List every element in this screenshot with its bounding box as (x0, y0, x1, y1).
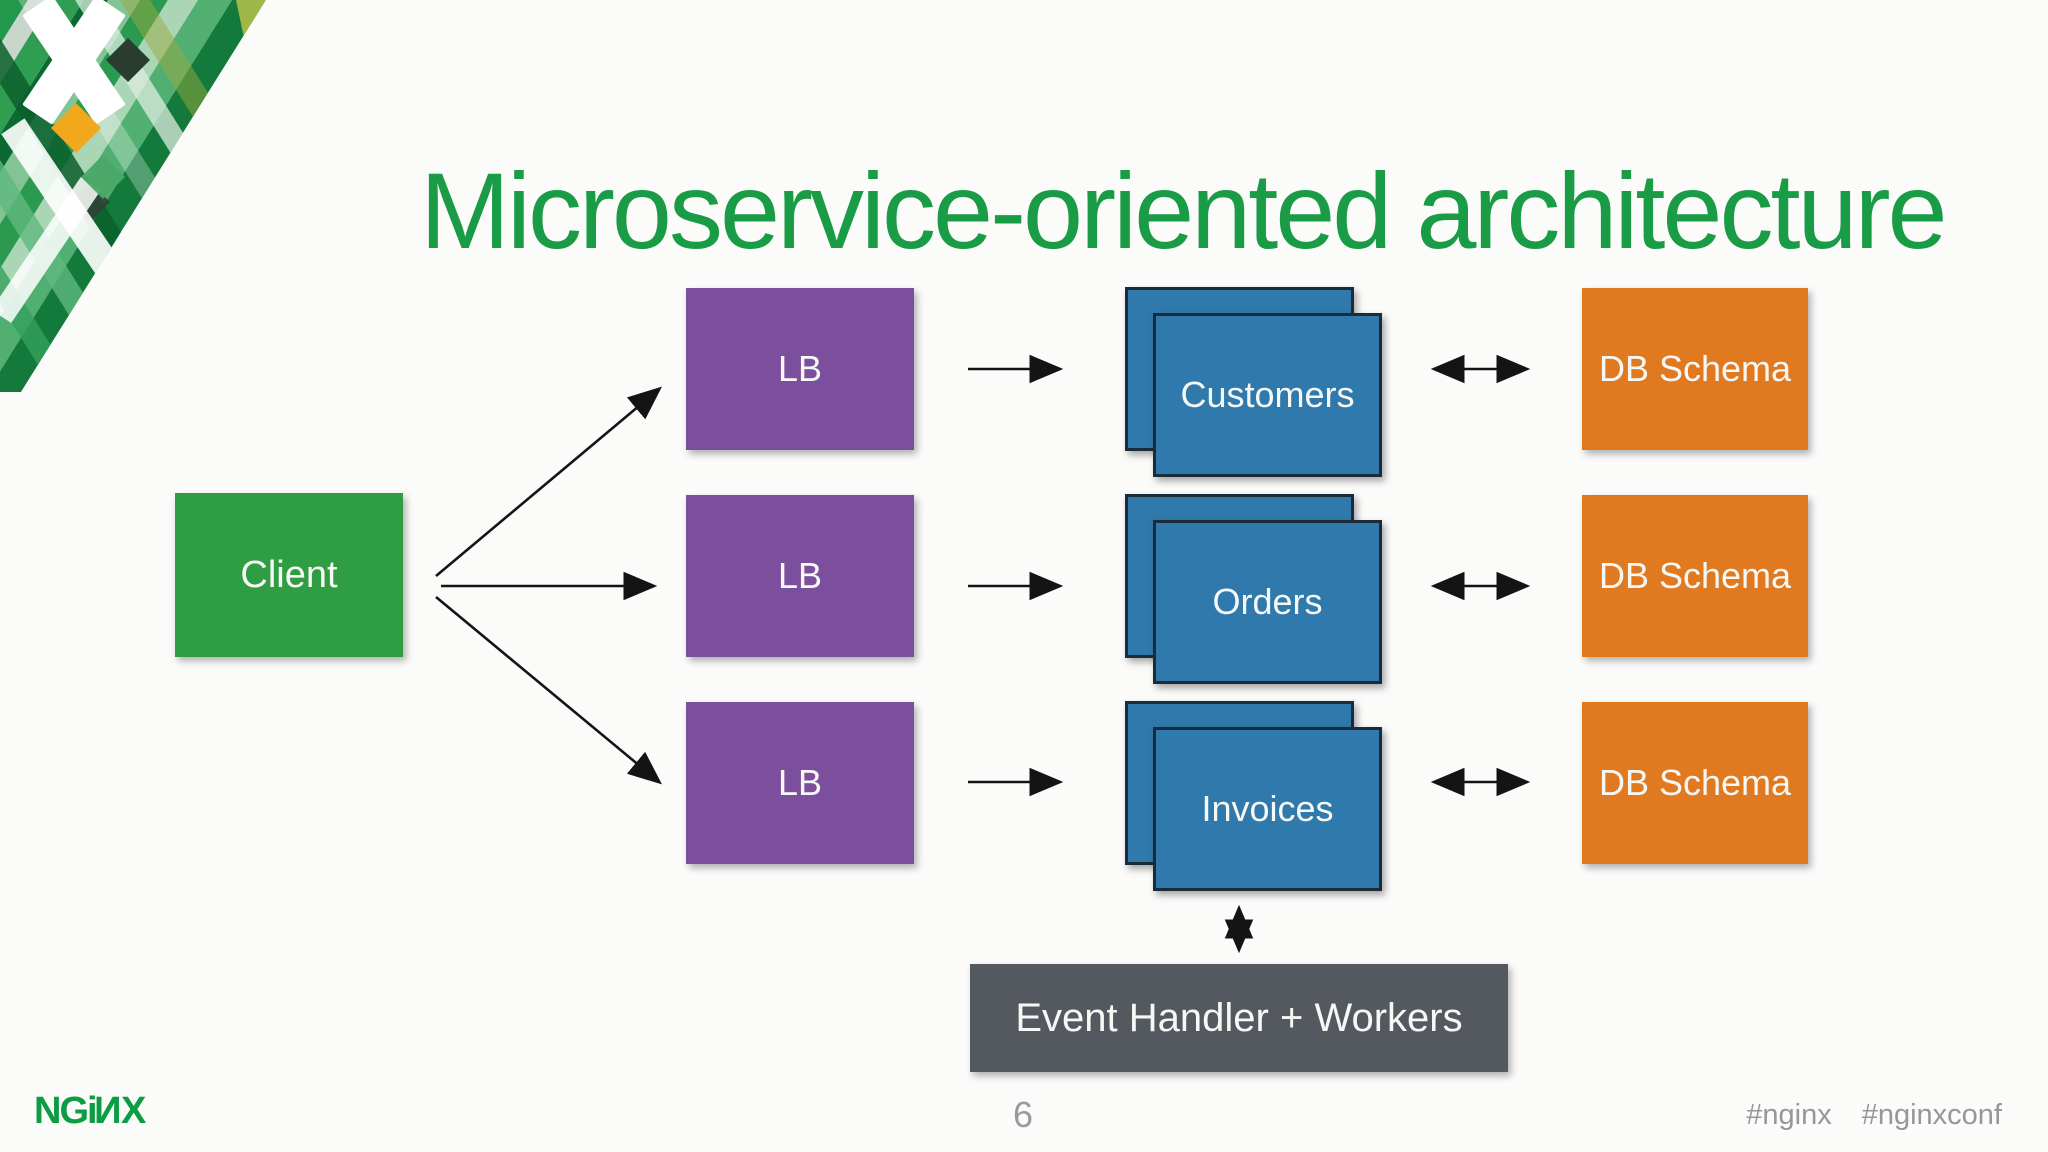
event-handler-label: Event Handler + Workers (1015, 995, 1463, 1040)
service-stack-orders: Orders (1125, 494, 1383, 685)
service-stack-invoices: Invoices (1125, 701, 1383, 892)
service-instance-front: Orders (1153, 520, 1382, 684)
service-label: Invoices (1201, 788, 1334, 829)
lb-label: LB (777, 555, 823, 596)
logo-letter: N (34, 1090, 61, 1132)
hashtag-nginxconf: #nginxconf (1861, 1099, 2002, 1131)
lb-label: LB (777, 762, 823, 803)
page-title: Microservice-oriented architecture (420, 150, 1948, 271)
event-handler-box: Event Handler + Workers (970, 964, 1508, 1072)
logo-letter: X (121, 1090, 146, 1132)
client-box: Client (175, 493, 403, 657)
hashtags: #nginx #nginxconf (1746, 1099, 2002, 1132)
lb-box-3: LB (686, 702, 914, 864)
arrow-client-lb3 (435, 595, 663, 785)
lb-box-2: LB (686, 495, 914, 657)
logo-letter: G (59, 1090, 89, 1132)
nginxconf-x-logo (0, 0, 266, 392)
arrow-client-lb1 (435, 386, 662, 577)
db-schema-label: DB Schema (1598, 348, 1792, 389)
logo-letter: N (95, 1090, 122, 1132)
service-instance-front: Invoices (1153, 727, 1382, 891)
db-schema-box-1: DB Schema (1582, 288, 1808, 450)
client-label: Client (240, 553, 338, 596)
service-instance-front: Customers (1153, 313, 1382, 477)
db-schema-label: DB Schema (1598, 555, 1792, 596)
logo-letter: i (87, 1090, 97, 1132)
service-stack-customers: Customers (1125, 287, 1383, 478)
db-schema-box-3: DB Schema (1582, 702, 1808, 864)
hashtag-nginx: #nginx (1746, 1099, 1832, 1131)
service-label: Customers (1180, 374, 1355, 415)
lb-box-1: LB (686, 288, 914, 450)
service-label: Orders (1212, 581, 1323, 622)
db-schema-label: DB Schema (1598, 762, 1792, 803)
page-number: 6 (1012, 1094, 1034, 1135)
db-schema-box-2: DB Schema (1582, 495, 1808, 657)
lb-label: LB (777, 348, 823, 389)
